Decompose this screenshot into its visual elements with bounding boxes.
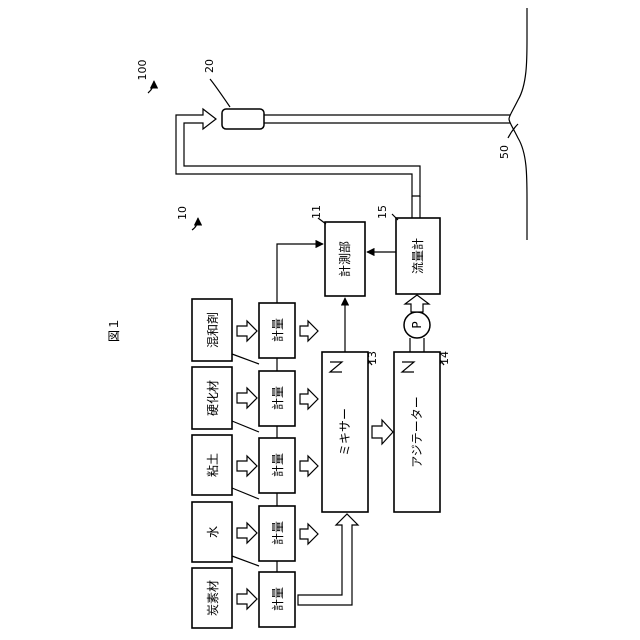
svg-text:20: 20 <box>203 59 216 73</box>
mixer-box: ミキサー <box>322 352 368 512</box>
flowmeter-box: 流量計 <box>396 218 440 294</box>
meter-to-mixer-arrows <box>300 321 318 544</box>
ref-nozzle: 20 <box>203 59 230 107</box>
pump-icon: P <box>410 321 424 328</box>
svg-text:計量: 計量 <box>270 318 285 342</box>
svg-text:計量: 計量 <box>270 587 285 611</box>
flowmeter-ref: 15 <box>376 205 389 219</box>
meter-to-measurement-line <box>277 244 323 303</box>
svg-text:ミキサー: ミキサー <box>338 408 352 456</box>
nozzle <box>222 109 510 129</box>
mixer-ref: 13 <box>366 351 379 365</box>
svg-text:混和剤: 混和剤 <box>205 312 220 348</box>
svg-text:粘土: 粘土 <box>205 453 220 477</box>
material-box-carbon: 炭素材 <box>192 568 232 628</box>
svg-text:計量: 計量 <box>270 453 285 477</box>
meter-box-water: 計量 <box>259 506 295 561</box>
material-box-clay: 粘土 <box>192 435 232 495</box>
measurement-unit-ref: 11 <box>310 205 323 219</box>
ref-system: 100 <box>136 60 154 94</box>
meter-box-clay: 計量 <box>259 438 295 493</box>
material-box-water: 水 <box>192 502 232 562</box>
material-to-meter-arrows <box>237 321 257 609</box>
svg-text:100: 100 <box>136 60 149 81</box>
svg-text:計量: 計量 <box>270 386 285 410</box>
svg-text:アジテーター: アジテーター <box>410 396 424 468</box>
agitator-ref: 14 <box>438 351 451 365</box>
figure-title: 図１ <box>107 318 121 342</box>
agitator-box: アジテーター <box>394 352 440 512</box>
carbon-to-mixer-arrow <box>298 514 358 605</box>
mixer-to-agitator-arrow <box>372 420 393 444</box>
svg-text:硬化材: 硬化材 <box>206 380 220 416</box>
meter-box-hardener: 計量 <box>259 371 295 426</box>
svg-text:炭素材: 炭素材 <box>206 580 220 616</box>
pump: P <box>404 312 430 352</box>
measurement-unit-box: 計測部 <box>325 222 365 296</box>
svg-text:計量: 計量 <box>270 521 285 545</box>
material-box-hardener: 硬化材 <box>192 367 232 429</box>
material-box-admixture: 混和剤 <box>192 299 232 361</box>
svg-text:10: 10 <box>176 206 189 220</box>
meter-box-admixture: 計量 <box>259 303 295 358</box>
svg-text:流量計: 流量計 <box>410 238 425 274</box>
ref-plant: 10 <box>176 206 198 230</box>
svg-text:計測部: 計測部 <box>337 241 352 277</box>
meter-box-carbon: 計量 <box>259 572 295 627</box>
pump-to-flowmeter-arrow <box>405 295 429 312</box>
svg-text:水: 水 <box>206 526 220 538</box>
supply-pipe-arrow <box>176 109 420 196</box>
svg-text:50: 50 <box>498 145 511 159</box>
ref-ground: 50 <box>498 124 518 159</box>
